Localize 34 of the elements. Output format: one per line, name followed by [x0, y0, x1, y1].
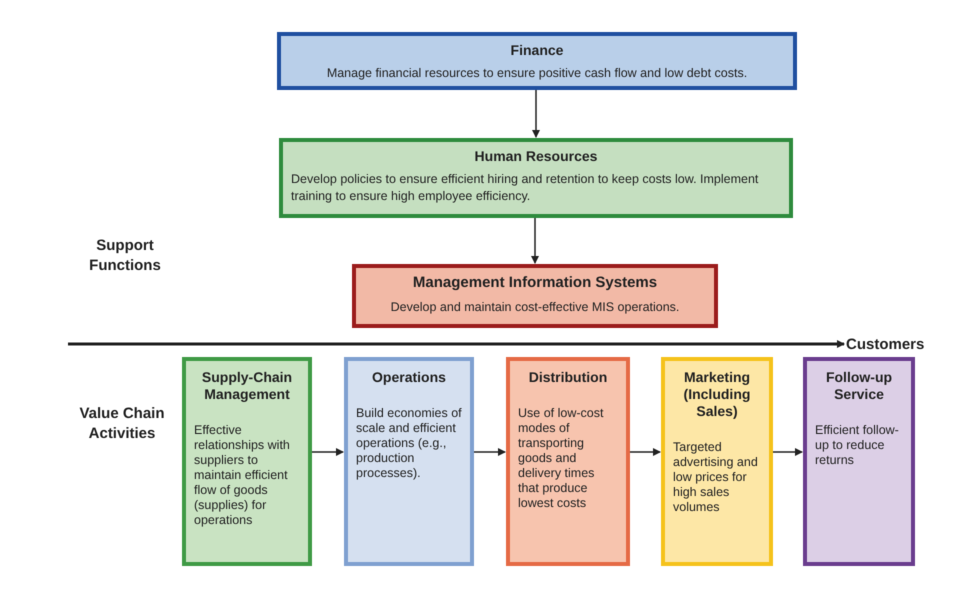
box-description: Use of low-cost modes of transporting goods and delivery times that produce lowest costs [518, 406, 604, 511]
box-heading: Human Resources [474, 147, 598, 166]
arrow [474, 448, 506, 456]
box-description: Effective relationships with suppliers to maintain efficient flow of goods (supplies) for operations [194, 423, 291, 528]
box-heading: Distribution [528, 369, 608, 386]
box-heading: Operations [371, 369, 447, 386]
box-heading: Supply-Chain Management [200, 369, 294, 403]
activity-box [506, 357, 630, 566]
box-description: Develop and maintain cost-effective MIS operations. [390, 298, 680, 316]
support-function-box [277, 32, 797, 90]
target-label: Customers [846, 334, 924, 356]
box-description: Build economies of scale and efficient operations (e.g., production processes). [356, 406, 462, 481]
box-description: Develop policies to ensure efficient hiring and retention to keep costs low. Implement training to ensure high employee efficiency. [291, 171, 760, 205]
box-heading: Follow-up Service [824, 369, 894, 403]
box-heading: Marketing (Including Sales) [682, 369, 752, 420]
box-description: Efficient follow-up to reduce returns [815, 423, 900, 468]
activity-box [344, 357, 474, 566]
arrow [531, 218, 539, 264]
support-function-box [279, 138, 793, 218]
section-label: Value Chain Activities [78, 404, 166, 444]
arrow [630, 448, 661, 456]
arrow [312, 448, 344, 456]
activity-box [182, 357, 312, 566]
box-description: Manage financial resources to ensure positive cash flow and low debt costs. [326, 65, 748, 82]
box-heading: Management Information Systems [412, 273, 658, 293]
arrow [68, 340, 845, 348]
box-description: Targeted advertising and low prices for high sales volumes [673, 440, 759, 515]
arrow [532, 90, 540, 138]
activity-box [661, 357, 773, 566]
box-heading: Finance [510, 41, 564, 60]
activity-box [803, 357, 915, 566]
support-function-box [352, 264, 718, 328]
section-label: Support Functions [88, 236, 162, 276]
arrow [773, 448, 803, 456]
